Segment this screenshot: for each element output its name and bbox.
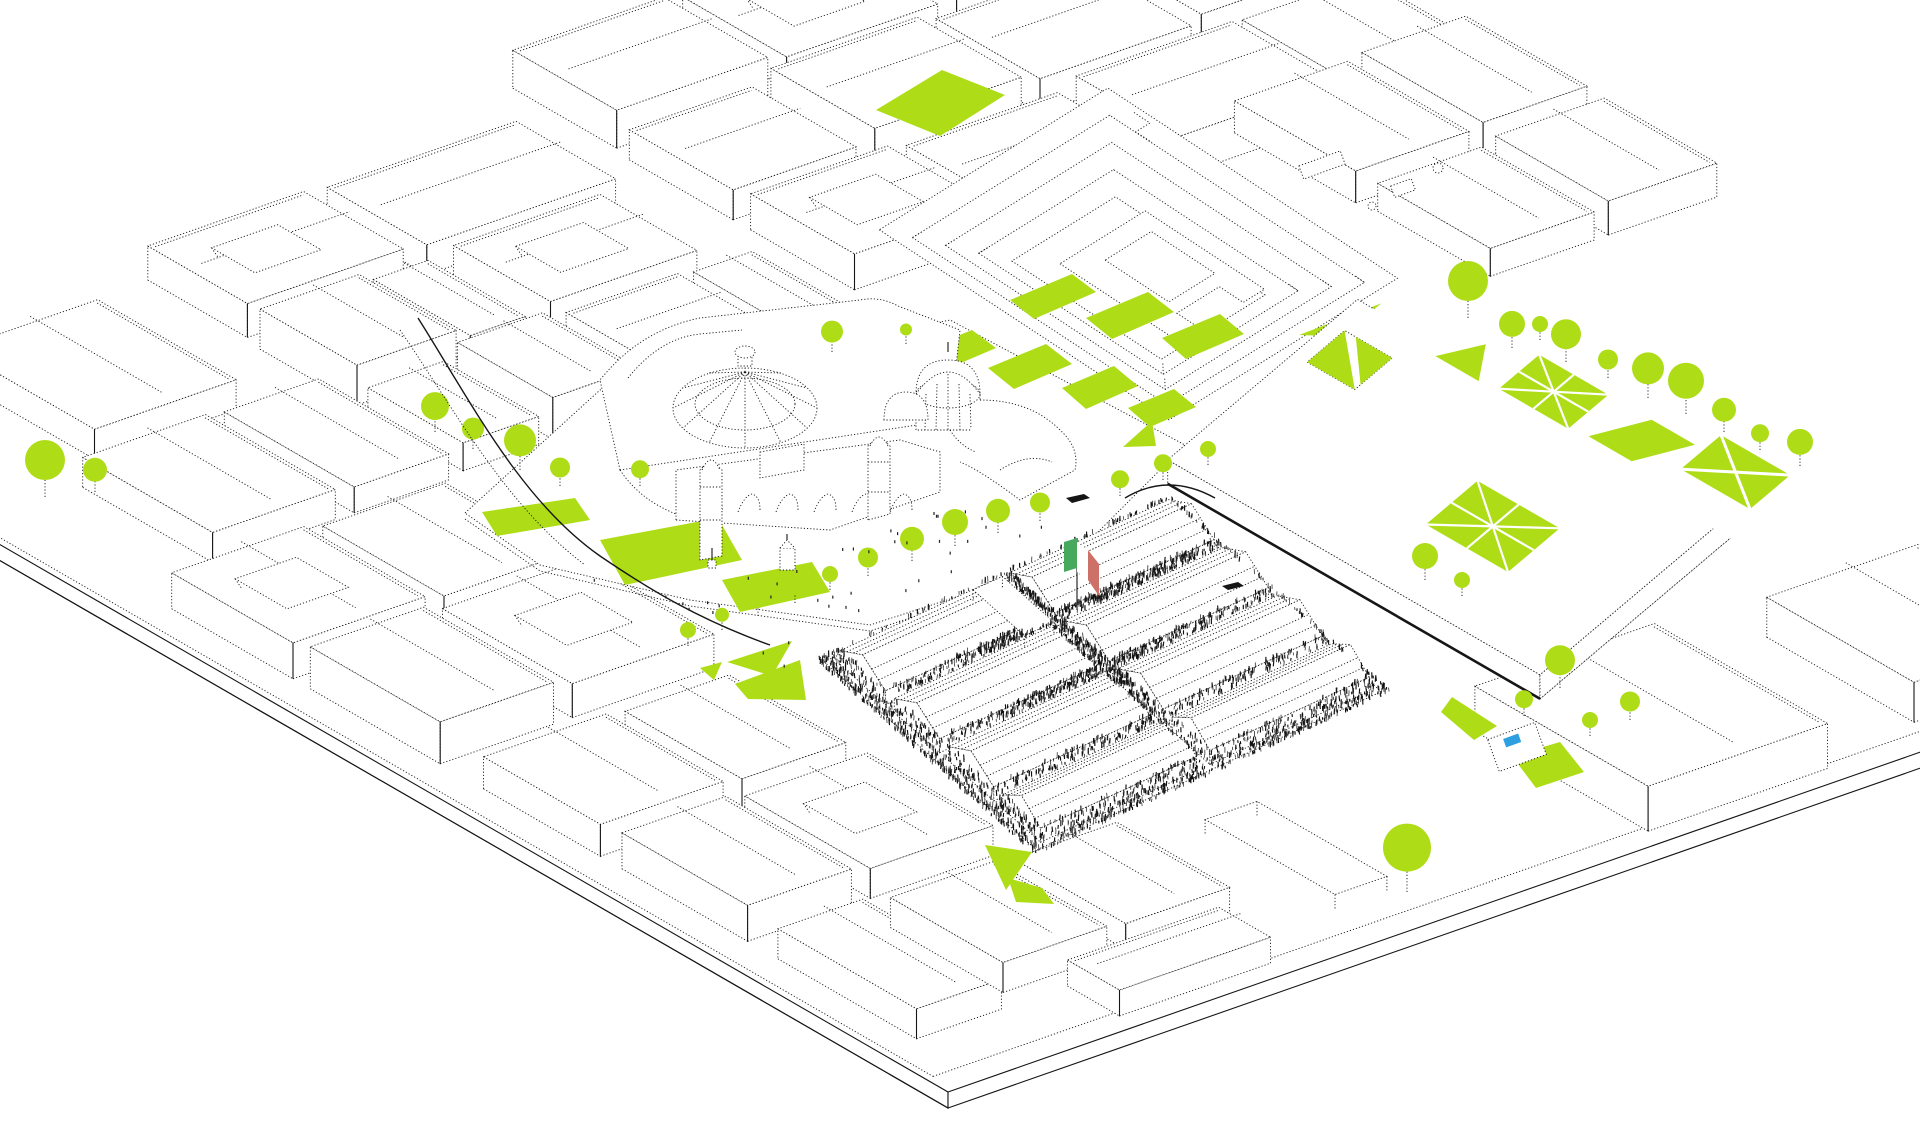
roads-and-objects xyxy=(399,150,1547,909)
market-compound xyxy=(823,499,1383,851)
italian-flag xyxy=(1064,538,1099,610)
city-blocks-south xyxy=(482,674,1003,1040)
people-dots xyxy=(593,510,1042,668)
basilica xyxy=(599,298,1077,561)
city-blocks-southwest xyxy=(0,299,715,765)
walled-compound xyxy=(1166,255,1811,700)
trees xyxy=(25,261,1813,892)
crowd-stipple xyxy=(818,496,1390,854)
